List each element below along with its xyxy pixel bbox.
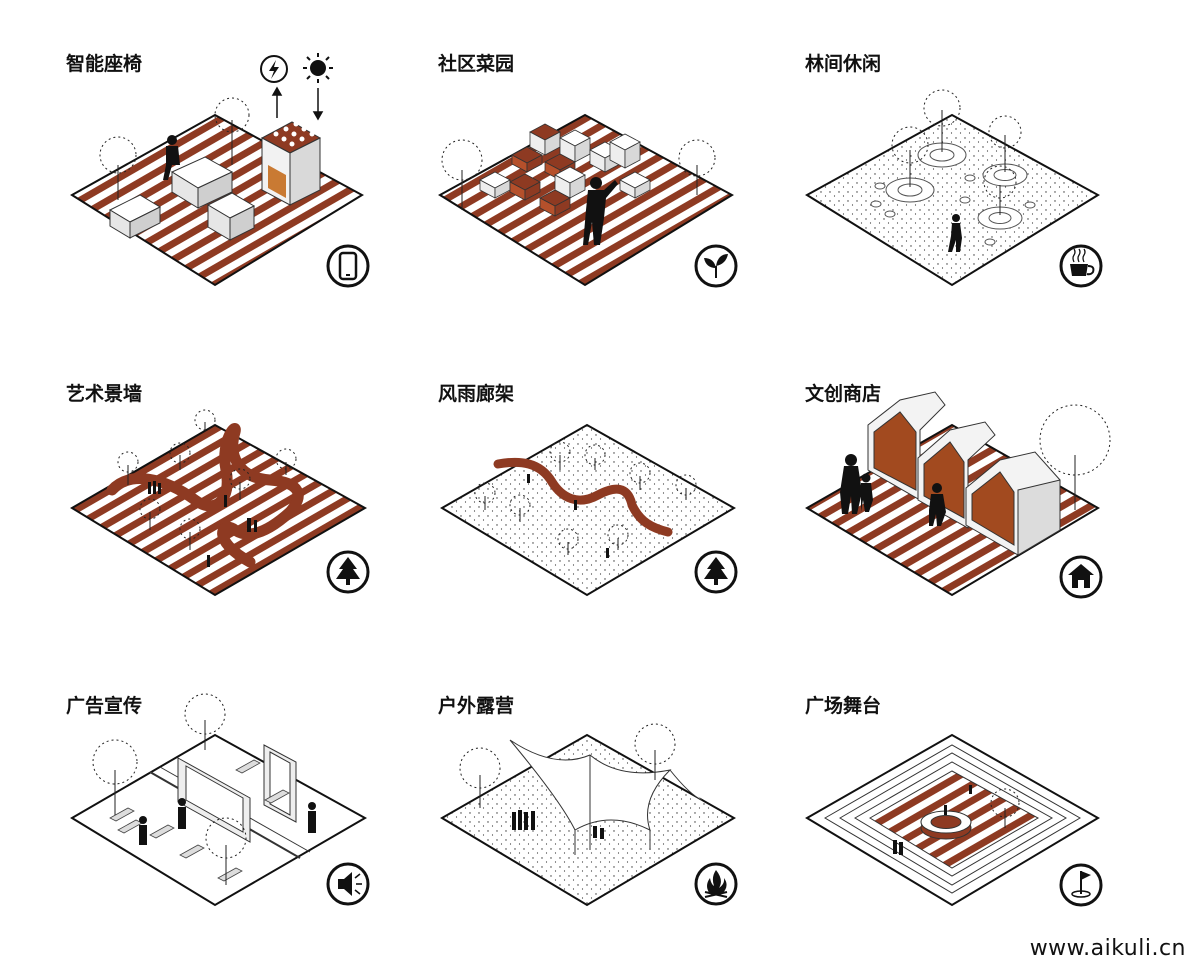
tree: [92, 693, 247, 885]
tree-icon: [326, 550, 370, 594]
tree: [459, 723, 676, 808]
people: [139, 798, 316, 845]
megaphone-icon: [326, 862, 370, 906]
panel-forest-leisure: 林间休闲: [805, 52, 1103, 288]
flag-icon: [1059, 863, 1103, 907]
panel-title: 林间休闲: [805, 52, 881, 75]
tree-icon: [694, 550, 738, 594]
panel-title: 社区菜园: [437, 52, 514, 75]
people: [527, 474, 609, 558]
tree: [1039, 404, 1111, 510]
panel-square-stage: 广场舞台: [805, 694, 1103, 907]
dotted-ground: [440, 423, 736, 597]
panel-art-wall: 艺术景墙: [66, 382, 370, 597]
arrows: [271, 86, 324, 121]
coffee-cup-icon: [1059, 244, 1103, 288]
stripe-ground: [70, 423, 368, 597]
campfire-icon: [694, 862, 738, 906]
panel-community-garden: 社区菜园: [437, 52, 738, 288]
smartphone-icon: [326, 244, 370, 288]
lightning-icon: [260, 55, 288, 83]
people: [893, 785, 972, 855]
dotted-ground: [805, 113, 1100, 287]
house-icon: [1059, 555, 1103, 599]
tensile-canopy: [509, 739, 703, 855]
panel-smart-seats: 智能座椅: [66, 52, 370, 288]
panel-title: 艺术景墙: [66, 382, 142, 405]
watermark: www.aikuli.cn: [1029, 936, 1186, 961]
people: [512, 810, 604, 839]
round-stage: [920, 810, 972, 840]
panel-advertising: 广告宣传: [66, 693, 370, 907]
tree: [117, 409, 297, 550]
winding-corridor-canopy: [493, 457, 673, 537]
sprout-icon: [694, 244, 738, 288]
panel-camping: 户外露营: [438, 694, 738, 907]
people: [840, 454, 946, 526]
person-silhouette: [948, 214, 962, 252]
planter-boxes: [479, 123, 651, 217]
panel-title: 户外露营: [438, 694, 514, 717]
panel-title: 广场舞台: [805, 694, 881, 717]
sun-icon: [303, 53, 333, 83]
tree: [441, 139, 716, 210]
panel-corridor: 风雨廊架: [438, 382, 738, 597]
panel-title: 智能座椅: [66, 52, 142, 75]
benches: [109, 759, 290, 882]
person-silhouette: [163, 135, 180, 180]
tree: [99, 97, 250, 200]
panel-title: 广告宣传: [66, 694, 142, 717]
tree: [990, 788, 1020, 828]
wavy-art-wall: [106, 422, 304, 568]
person-silhouette: [583, 177, 618, 245]
panel-title: 风雨廊架: [438, 382, 514, 405]
panel-title: 文创商店: [805, 382, 881, 405]
tree: [891, 89, 1022, 215]
people: [148, 481, 257, 567]
tree: [474, 441, 697, 555]
panel-creative-shop: 文创商店: [805, 382, 1111, 599]
